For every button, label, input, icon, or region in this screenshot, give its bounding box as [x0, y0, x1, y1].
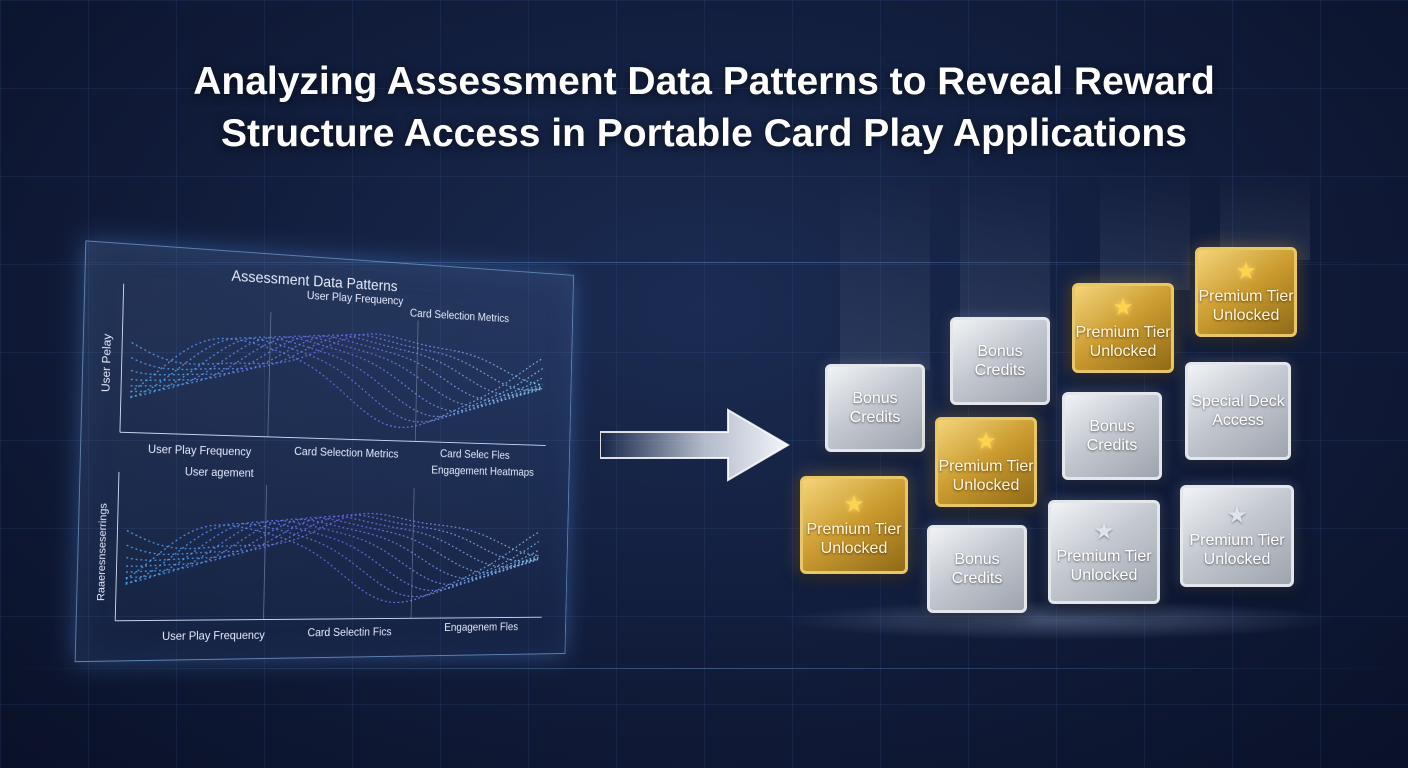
top-label-user-play: User Play Frequency — [307, 288, 404, 307]
bottom-divider — [263, 485, 266, 620]
top-y-label: User Pelay — [99, 333, 114, 392]
wave-line — [126, 515, 539, 573]
flow-arrow — [599, 400, 795, 495]
floor-glow — [780, 600, 1340, 640]
bottom-x-label-1: User Play Frequency — [162, 628, 265, 643]
bottom-divider — [411, 488, 414, 618]
reward-card-label: Bonus Credits — [974, 343, 1026, 379]
light-beam — [1220, 170, 1310, 260]
star-icon: ★ — [1093, 518, 1115, 545]
grid-highlight-line — [0, 262, 1408, 263]
star-icon: ★ — [1112, 294, 1134, 321]
star-icon: ★ — [843, 491, 865, 518]
title-line-2: Structure Access in Portable Card Play A… — [221, 112, 1187, 155]
bottom-y-axis — [115, 472, 119, 621]
wave-line — [131, 324, 543, 397]
reward-card: Bonus Credits — [1062, 392, 1162, 480]
wave-line — [131, 326, 544, 403]
top-x-label-3: Card Selec Fles — [440, 447, 510, 462]
page-title: Analyzing Assessment Data Patterns to Re… — [100, 56, 1308, 160]
reward-card: Bonus Credits — [950, 317, 1050, 405]
top-divider — [415, 321, 418, 442]
reward-card: ★ Premium Tier Unlocked — [800, 476, 908, 574]
reward-card-label: Premium Tier Unlocked — [1189, 532, 1285, 568]
top-divider — [268, 312, 271, 437]
wave-line — [131, 322, 543, 390]
reward-card: ★ Premium Tier Unlocked — [1048, 500, 1160, 604]
reward-card: Bonus Credits — [927, 525, 1027, 613]
top-label-card-selection: Card Selection Metrics — [410, 306, 510, 325]
wave-line — [126, 513, 539, 567]
bottom-wave-chart — [125, 510, 539, 604]
wave-line — [125, 522, 539, 597]
light-beam — [1100, 170, 1190, 290]
wave-line — [126, 519, 539, 585]
wave-line — [131, 321, 543, 385]
reward-card-label: Bonus Credits — [1086, 418, 1138, 454]
bottom-x-label-3: Engagenem Fles — [444, 620, 518, 634]
reward-card: Special Deck Access — [1185, 362, 1291, 460]
light-beam — [840, 170, 930, 370]
bottom-label-heatmaps: Engagement Heatmaps — [431, 463, 534, 479]
reward-card-label: Bonus Credits — [849, 390, 901, 426]
reward-card-label: Special Deck Access — [1191, 393, 1285, 429]
arrow-right-icon — [599, 408, 790, 482]
reward-card-label: Bonus Credits — [951, 551, 1003, 587]
top-x-label-1: User Play Frequency — [148, 442, 252, 459]
reward-card-label: Premium Tier Unlocked — [1075, 324, 1171, 360]
top-y-axis — [120, 284, 124, 433]
panel-graphics: Assessment Data Patterns User Play Frequ… — [95, 268, 574, 643]
top-x-label-2: Card Selection Metrics — [294, 444, 399, 460]
star-icon: ★ — [1226, 502, 1248, 529]
bottom-label-user-agement: User agement — [185, 464, 255, 479]
wave-line — [130, 327, 543, 408]
assessment-data-panel: Assessment Data Patterns User Play Frequ… — [74, 240, 574, 663]
top-wave-chart — [130, 321, 543, 432]
reward-card-label: Premium Tier Unlocked — [806, 521, 902, 557]
grid-highlight-line — [0, 668, 1408, 669]
reward-card: ★ Premium Tier Unlocked — [935, 417, 1037, 507]
reward-card: ★ Premium Tier Unlocked — [1180, 485, 1294, 587]
reward-card-label: Premium Tier Unlocked — [938, 458, 1034, 494]
reward-card-label: Premium Tier Unlocked — [1198, 288, 1294, 324]
reward-card: Bonus Credits — [825, 364, 925, 452]
star-icon: ★ — [975, 428, 997, 455]
wave-line — [130, 330, 543, 420]
reward-card: ★ Premium Tier Unlocked — [1195, 247, 1297, 337]
bottom-y-label: Raaeresnseserrings — [95, 502, 109, 601]
title-line-1: Analyzing Assessment Data Patterns to Re… — [193, 60, 1215, 103]
wave-line — [126, 517, 539, 579]
bottom-x-label-2: Card Selectin Fics — [307, 625, 391, 639]
star-icon: ★ — [1235, 258, 1257, 285]
reward-card-label: Premium Tier Unlocked — [1056, 548, 1152, 584]
reward-card: ★ Premium Tier Unlocked — [1072, 283, 1174, 373]
light-beam — [960, 170, 1050, 320]
